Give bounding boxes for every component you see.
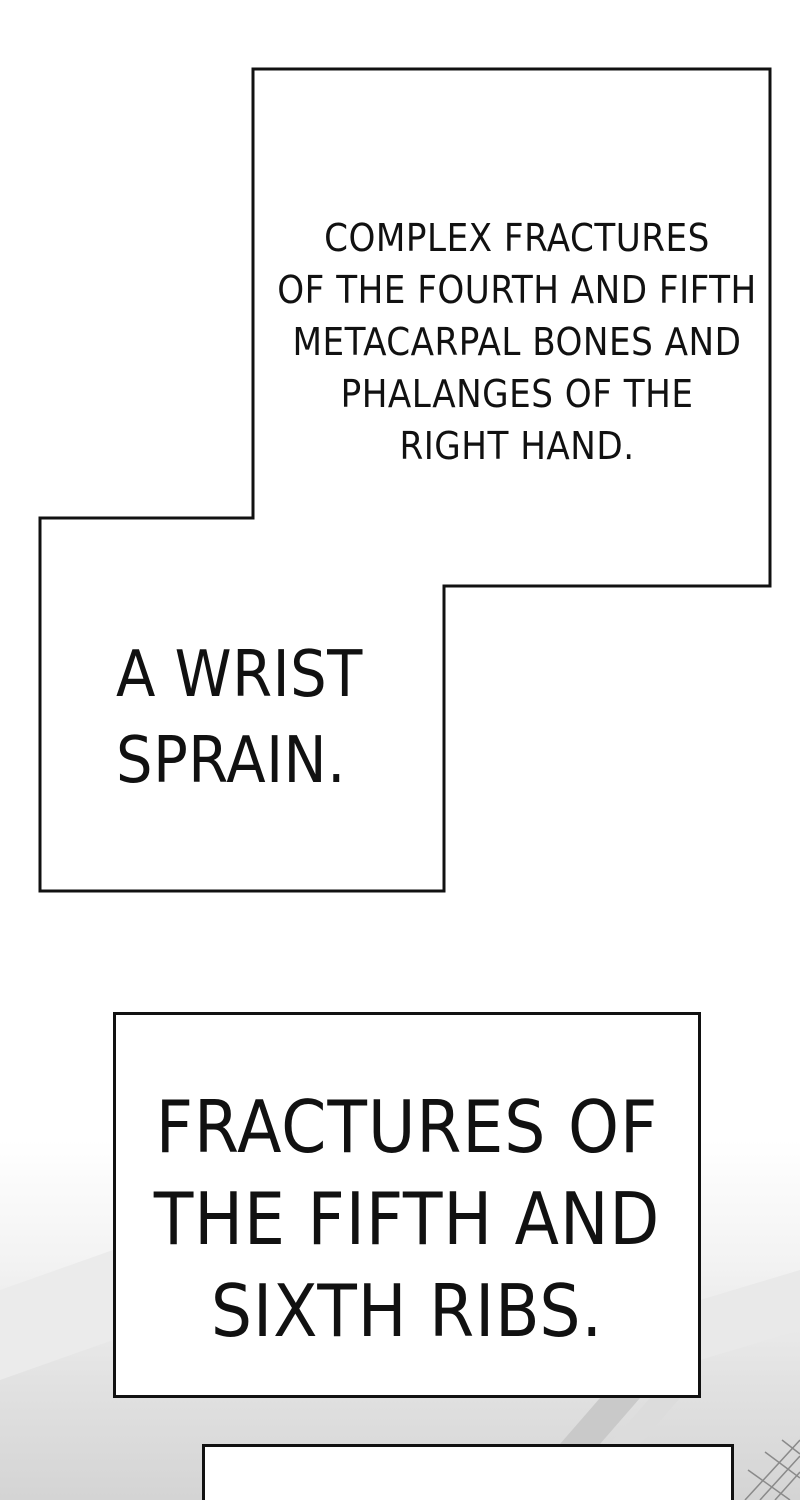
background-shard xyxy=(560,1398,640,1444)
caption-box-ribs: FRACTURES OF THE FIFTH AND SIXTH RIBS. xyxy=(113,1012,701,1398)
caption-wrist-sprain: A WRIST SPRAIN. xyxy=(116,638,363,798)
stepped-caption-box xyxy=(38,67,772,893)
caption-hand-fractures: COMPLEX FRACTURES OF THE FOURTH AND FIFT… xyxy=(277,216,757,468)
background-shard xyxy=(610,1398,680,1444)
background-lattice xyxy=(744,1439,800,1500)
background-light-streak xyxy=(0,1250,113,1380)
caption-box-partial xyxy=(202,1444,734,1500)
background-light-streak xyxy=(700,1270,800,1360)
caption-rib-fractures: FRACTURES OF THE FIFTH AND SIXTH RIBS. xyxy=(153,1085,661,1353)
